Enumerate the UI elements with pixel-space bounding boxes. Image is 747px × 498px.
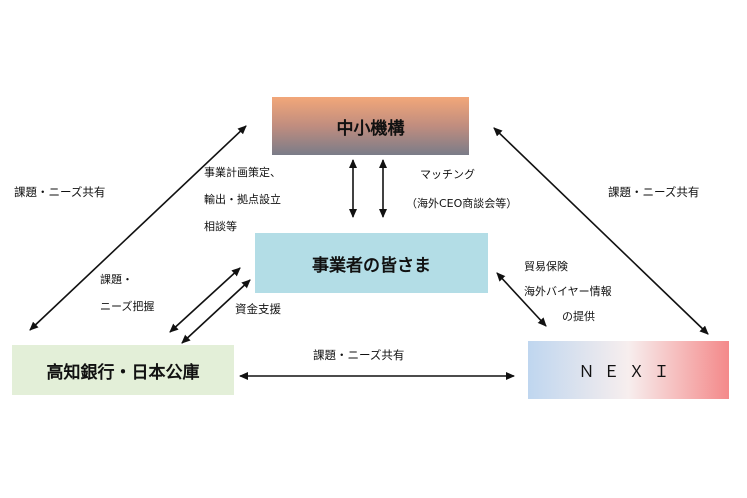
grasp-label-line2: ニーズ把握 (100, 300, 155, 313)
planning-label-line1: 事業計画策定、 (204, 166, 281, 179)
matching-label-line2: （海外CEO商談会等） (406, 197, 518, 210)
business-box: 事業者の皆さま (255, 233, 488, 293)
matching-label-line1: マッチング (420, 168, 475, 181)
arrow-bank-business-lower (181, 279, 251, 344)
planning-label-line2: 輸出・拠点設立 (204, 193, 281, 206)
nexi-label: ＮＥＸＩ (578, 362, 679, 381)
nexi-box: ＮＥＸＩ (528, 341, 729, 399)
smrj-label: 中小機構 (336, 118, 405, 139)
funding-label: 資金支援 (235, 302, 281, 316)
trade-label-line1: 貿易保険 (524, 260, 568, 273)
bottom-share-label: 課題・ニーズ共有 (313, 348, 405, 362)
bank-label: 高知銀行・日本公庫 (46, 362, 200, 383)
planning-label-line3: 相談等 (204, 220, 237, 233)
right-share-label: 課題・ニーズ共有 (608, 185, 700, 199)
grasp-label-line1: 課題・ (100, 273, 133, 286)
arrow-bank-smrj (29, 125, 247, 331)
business-label: 事業者の皆さま (312, 255, 431, 276)
left-share-label: 課題・ニーズ共有 (14, 185, 106, 199)
trade-label-line3: の提供 (562, 310, 595, 323)
bank-box: 高知銀行・日本公庫 (12, 345, 234, 395)
smrj-box: 中小機構 (272, 97, 469, 155)
arrow-nexi-smrj (493, 127, 709, 335)
arrow-business-nexi (496, 272, 547, 327)
trade-label-line2: 海外バイヤー情報 (524, 285, 612, 298)
